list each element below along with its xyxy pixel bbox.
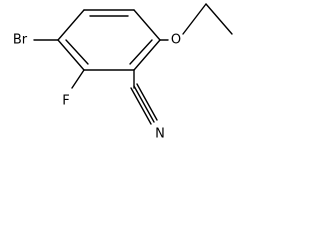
bond-o-ch2 <box>182 3 207 35</box>
benzene-ring <box>57 9 161 71</box>
ring-bond-c6-c1 <box>57 39 85 71</box>
triple-bond-line-1 <box>130 87 152 125</box>
fluorine-atom-label: F <box>62 94 69 109</box>
ring-bond-c4-c5 <box>133 39 161 71</box>
ring-double-bond-c6-c1 <box>65 39 89 65</box>
oxygen-atom-label: O <box>171 33 181 48</box>
bromine-atom-label: Br <box>13 33 28 48</box>
ring-bond-c1-c2 <box>57 9 85 41</box>
nitrile-triple-bond <box>130 83 158 125</box>
bond-ch2-ch3 <box>205 3 233 35</box>
chemical-structure-diagram: Br F N O <box>13 3 233 142</box>
bond-c-f <box>71 69 85 89</box>
triple-bond-line-3 <box>136 83 158 121</box>
ring-bond-c3-c4 <box>133 9 161 41</box>
nitrogen-atom-label: N <box>155 127 165 142</box>
triple-bond-line-2 <box>133 85 155 123</box>
ring-double-bond-c4-c5 <box>129 39 153 65</box>
